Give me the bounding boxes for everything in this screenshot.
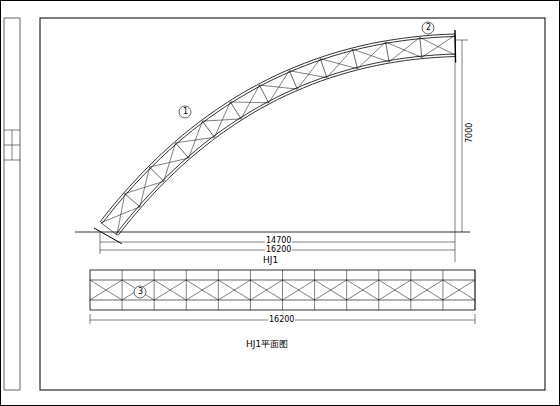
truss-member	[475, 270, 476, 310]
callout-number: 1	[182, 108, 189, 116]
view-title: HJ1	[262, 256, 279, 265]
truss-member	[186, 280, 218, 300]
truss-member	[269, 71, 290, 103]
truss-member	[117, 194, 125, 235]
truss-member	[389, 37, 420, 61]
truss-member	[140, 167, 150, 207]
truss-member	[346, 270, 347, 310]
truss-member	[230, 102, 241, 119]
truss-member	[164, 143, 176, 181]
truss-member	[314, 270, 315, 310]
truss-member	[320, 59, 326, 78]
truss-member	[202, 121, 214, 137]
truss-member	[214, 102, 230, 137]
truss-member	[422, 35, 455, 57]
view-title: HJ1平面图	[245, 340, 289, 349]
truss-member	[289, 71, 327, 78]
truss-member	[347, 280, 379, 300]
truss-member	[420, 37, 422, 57]
truss-member	[352, 49, 389, 62]
truss-member	[90, 280, 122, 300]
truss-member	[250, 270, 251, 310]
truss-member	[386, 42, 389, 62]
truss-member	[154, 280, 186, 300]
truss-member	[241, 85, 259, 119]
dimension: 16200	[265, 246, 292, 254]
truss-member	[420, 37, 456, 55]
truss-member	[259, 85, 297, 89]
truss-member	[443, 280, 475, 300]
truss-member	[297, 59, 320, 89]
truss-member	[125, 194, 140, 207]
truss-member	[250, 280, 282, 300]
truss-member	[315, 280, 347, 300]
truss-member	[250, 280, 282, 300]
truss-member	[125, 181, 164, 193]
truss-member	[218, 280, 250, 300]
truss-member	[150, 167, 164, 181]
truss-member	[442, 270, 443, 310]
truss-member	[122, 280, 154, 300]
truss-member	[122, 280, 154, 300]
truss-member	[411, 280, 443, 300]
dimension: 14700	[265, 237, 292, 245]
dimension: 16200	[268, 316, 295, 324]
truss-member	[379, 280, 411, 300]
truss-member	[327, 49, 353, 78]
truss-member	[315, 280, 347, 300]
dimension: 7000	[466, 122, 474, 144]
truss-member	[186, 270, 187, 310]
truss-member	[186, 280, 218, 300]
truss-member	[150, 158, 189, 167]
truss-member	[378, 270, 379, 310]
truss-member	[94, 228, 122, 244]
callout-number: 2	[425, 24, 432, 32]
truss-member	[282, 270, 283, 310]
callout-number: 3	[137, 288, 144, 296]
truss-member	[259, 85, 268, 103]
truss-member	[154, 280, 186, 300]
truss-member	[116, 54, 456, 234]
truss-member	[102, 37, 455, 224]
truss-member	[379, 280, 411, 300]
truss-member	[189, 121, 203, 158]
truss-member	[411, 280, 443, 300]
truss-member	[347, 280, 379, 300]
truss-member	[154, 270, 155, 310]
truss-member	[122, 270, 123, 310]
truss-member	[320, 59, 357, 69]
truss-member	[443, 280, 475, 300]
truss-member	[289, 71, 297, 89]
truss-member	[175, 137, 214, 143]
truss-member	[101, 207, 140, 223]
truss-member	[283, 280, 315, 300]
truss-member	[357, 42, 385, 69]
truss-member	[90, 280, 122, 300]
truss-member	[386, 42, 422, 57]
truss-member	[454, 30, 456, 62]
truss-member	[218, 270, 219, 310]
truss-member	[118, 57, 456, 236]
truss-member	[283, 280, 315, 300]
truss-member	[218, 280, 250, 300]
truss-member	[352, 49, 357, 68]
truss-member	[175, 143, 188, 158]
truss-member	[410, 270, 411, 310]
